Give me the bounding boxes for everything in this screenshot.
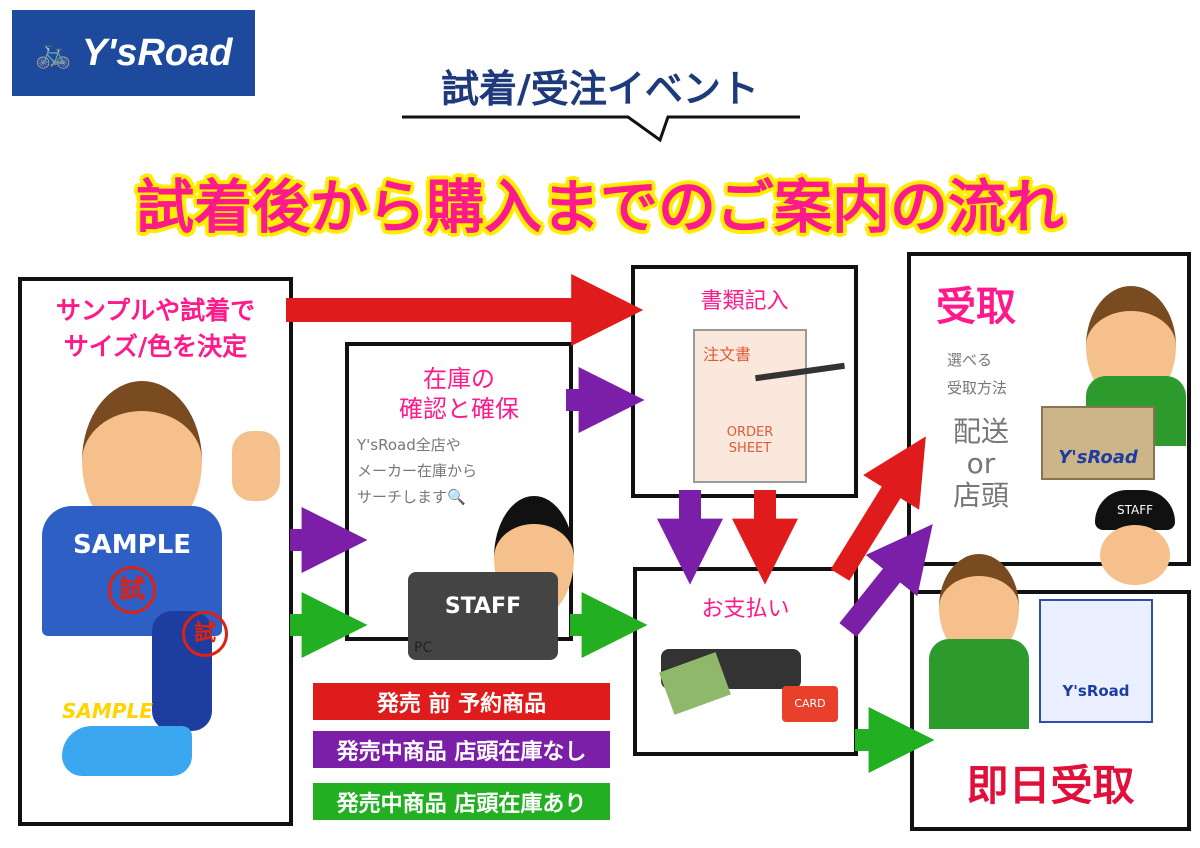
credit-card-illustration: CARD [782,686,838,722]
step-stock-line2: 確認と確保 [399,395,519,423]
step-same-day-title: 即日受取 [966,761,1135,810]
pickup-option-store: 店頭 [952,479,1009,512]
order-sheet-illustration: 注文書 ORDER SHEET [693,329,807,483]
ysroad-logo: 🚲 Y'sRoad [12,10,255,96]
knee-stamp: 試 [182,611,228,657]
magnifier-icon: 🔍 [447,488,466,506]
step-pickup-title: 受取 [936,284,1016,330]
customer-shirt-illustration: SAMPLE 試 [42,506,222,636]
pickup-or: or [966,447,996,480]
event-subtitle: 試着/受注イベント [441,67,759,111]
staff-cap-illustration: STAFF [1095,490,1175,530]
step-same-day-pickup: Y'sRoad 即日受取 [910,554,1191,831]
pickup-desc-1: 選べる [947,351,993,369]
staff-face-illustration [1100,525,1170,585]
page-title: 試着後から購入までのご案内の流れ [135,173,1064,241]
legend-preorder: 発売 前 予約商品 [313,683,610,720]
pickup-desc-2: 受取方法 [947,379,1008,397]
shirt-sample-text: SAMPLE [72,530,192,560]
shoe-sample-text: SAMPLE [62,699,153,723]
order-sheet-title: 注文書 [703,345,752,364]
shopping-bag-illustration: Y'sRoad [1039,599,1153,723]
step-pickup: 受取 選べる 受取方法 配送 or 店頭 Y'sRoad [907,252,1191,566]
step-stock-line1: 在庫の [423,365,495,393]
try-on-stamp: 試 [108,566,156,614]
order-sheet-en-1: ORDER [726,425,774,440]
customer-green-shirt-illustration [929,639,1029,729]
legend-no-store-stock: 発売中商品 店頭在庫なし [313,731,610,768]
step-form-title: 書類記入 [700,289,789,314]
laptop-pc-label: PC [414,640,433,656]
logo-text: Y'sRoad [81,31,233,74]
order-sheet-en-2: SHEET [728,441,772,456]
step-decide-line2: サイズ/色を決定 [63,332,248,361]
shoe-illustration [62,726,192,776]
laptop-staff-label: STAFF [444,594,522,619]
bicycle-icon: 🚲 [34,35,72,71]
step-payment: お支払い CARD [633,567,858,756]
parcel-box-illustration: Y'sRoad [1041,406,1155,480]
pickup-option-delivery: 配送 [952,415,1009,448]
stock-desc-2: メーカー在庫から [357,462,478,480]
laptop-illustration: STAFF PC [408,572,558,660]
stock-desc-1: Y'sRoad全店や [357,436,461,454]
waving-hand-illustration [232,431,280,501]
step-fill-form: 書類記入 注文書 ORDER SHEET [631,265,858,498]
arrow-red-payment-to-pickup [830,436,926,581]
step-payment-title: お支払い [701,597,790,622]
stock-desc-3: サーチします [357,488,448,506]
step-decide-line1: サンプルや試着で [55,296,256,325]
step-decide-size-color: サンプルや試着で サイズ/色を決定 SAMPLE 試 試 SAMPLE [18,277,293,826]
subtitle-underline [402,115,800,143]
legend-in-store-stock: 発売中商品 店頭在庫あり [313,783,610,820]
arrow-purple-payment-to-pickup [839,524,933,637]
